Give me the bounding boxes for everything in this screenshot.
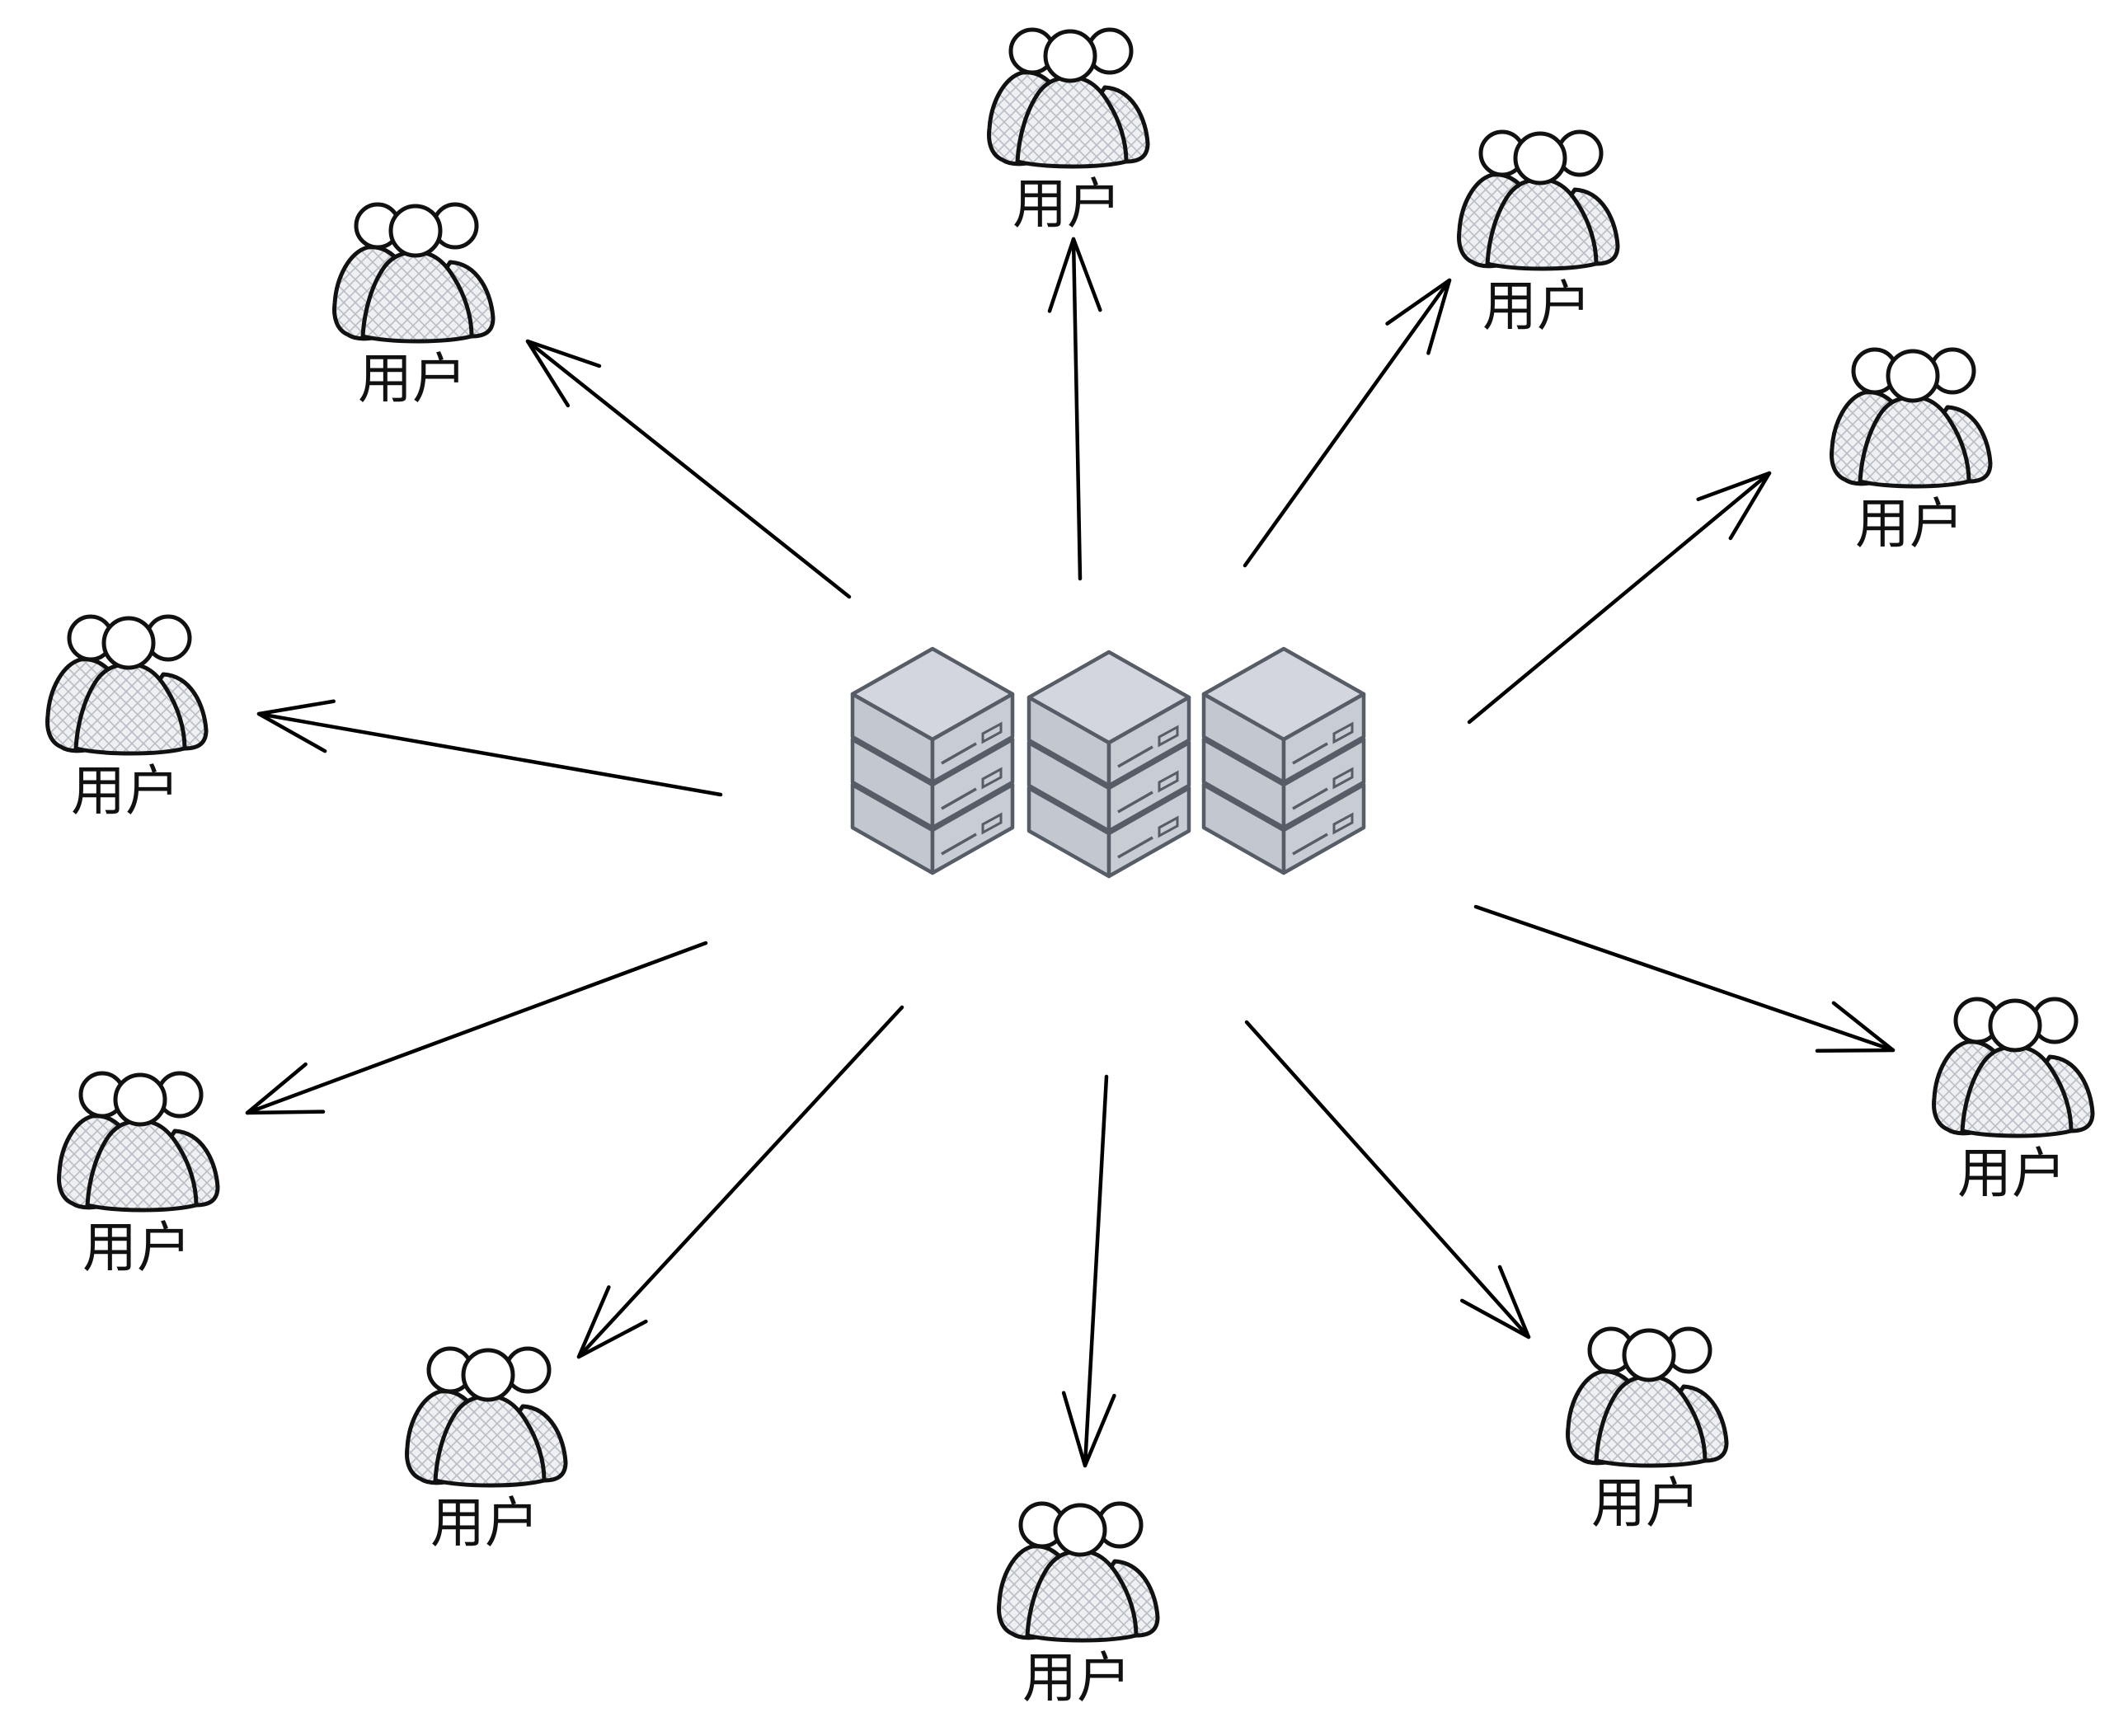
arrow-line [1473, 904, 1896, 1053]
arrowhead [256, 699, 336, 753]
arrowhead [1815, 1001, 1896, 1053]
user-left-lower: 用户 [59, 1073, 218, 1279]
user-group-icon [999, 1504, 1158, 1640]
arrowhead [1460, 1264, 1531, 1340]
user-top-right: 用户 [1459, 132, 1618, 338]
server-stack-left [853, 649, 1012, 873]
server-stack-right [1204, 649, 1364, 873]
user-group-icon [989, 30, 1148, 167]
arrow-to-user-bottom-left [576, 1005, 904, 1359]
user-top-left: 用户 [335, 204, 493, 411]
user-group-icon [1832, 350, 1990, 486]
user-label: 用户 [1591, 1471, 1700, 1535]
arrow-line [1244, 1020, 1531, 1340]
arrow-to-user-right-lower [1473, 904, 1896, 1053]
arrow-line [576, 1005, 904, 1359]
arrow-to-user-right-upper [1467, 471, 1772, 725]
arrowhead [245, 1062, 326, 1115]
arrow-line [256, 711, 723, 797]
server-stack-middle [1029, 652, 1189, 876]
arrowhead [576, 1285, 648, 1359]
server-cluster [853, 649, 1364, 876]
arrowhead [525, 339, 602, 408]
arrowhead [1061, 1391, 1116, 1468]
arrow-to-user-left [256, 699, 723, 797]
user-group-icon [407, 1349, 566, 1485]
arrowhead [1047, 237, 1102, 313]
user-label: 用户 [71, 759, 180, 823]
user-label: 用户 [1012, 172, 1121, 236]
arrow-to-user-bottom-right [1244, 1020, 1531, 1340]
arrowhead [1696, 471, 1772, 541]
arrow-to-user-top-left [525, 339, 852, 599]
user-label: 用户 [358, 347, 467, 411]
user-right-upper: 用户 [1832, 350, 1990, 556]
user-group-icon [59, 1073, 218, 1210]
user-label: 用户 [1957, 1142, 2066, 1205]
user-label: 用户 [1855, 492, 1964, 556]
arrow-line [1467, 471, 1772, 725]
arrow-to-user-bottom [1061, 1074, 1116, 1468]
arrowhead [1385, 278, 1452, 355]
arrow-to-user-left-lower [245, 941, 708, 1115]
user-group-icon [48, 617, 206, 753]
user-left: 用户 [48, 617, 206, 823]
arrow-line [525, 339, 852, 599]
user-label: 用户 [82, 1216, 191, 1279]
user-label: 用户 [1482, 274, 1591, 338]
edges-layer [245, 237, 1896, 1468]
arrow-to-user-top-right [1243, 278, 1452, 568]
user-group-icon [1568, 1329, 1726, 1466]
arrow-line [1243, 278, 1452, 568]
user-right-lower: 用户 [1934, 999, 2093, 1205]
arrow-line [1083, 1074, 1109, 1468]
arrow-line [1071, 237, 1083, 581]
user-bottom: 用户 [999, 1504, 1158, 1710]
arrow-to-user-top [1047, 237, 1102, 581]
user-bottom-left: 用户 [407, 1349, 566, 1555]
user-bottom-right: 用户 [1568, 1329, 1726, 1535]
user-group-icon [1934, 999, 2093, 1136]
user-label: 用户 [1022, 1646, 1131, 1710]
user-top: 用户 [989, 30, 1148, 236]
user-label: 用户 [430, 1491, 539, 1555]
user-group-icon [335, 204, 493, 341]
arrow-line [245, 941, 708, 1115]
user-group-icon [1459, 132, 1618, 269]
